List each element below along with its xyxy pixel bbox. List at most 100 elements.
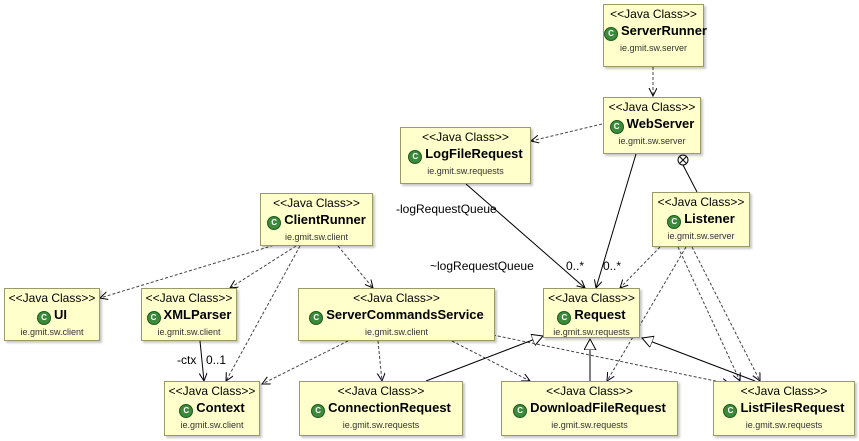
- class-name-text: DownloadFileRequest: [530, 400, 666, 415]
- assoc-webserver-request: [596, 153, 637, 288]
- class-c-icon: C: [408, 150, 423, 164]
- stereotype-label: <<Java Class>>: [353, 291, 440, 305]
- dep-servercommandsservice-downloadfilerequest: [451, 340, 530, 381]
- role-log-request-queue-package: ~logRequestQueue: [430, 259, 534, 273]
- package-label: ie.gmit.sw.client: [180, 420, 244, 430]
- gen-connectionrequest-request: [425, 336, 543, 382]
- dep-listener-downloadfilerequest: [607, 246, 687, 381]
- class-name-text: LogFileRequest: [425, 146, 523, 161]
- stereotype-label: <<Java Class>>: [422, 130, 509, 144]
- package-label: ie.gmit.sw.client: [364, 327, 429, 337]
- class-c-icon: C: [311, 404, 326, 418]
- class-name-text: Context: [196, 400, 245, 415]
- class-c-icon: C: [513, 404, 528, 418]
- stereotype-label: <<Java Class>>: [610, 7, 697, 21]
- class-c-icon: C: [604, 27, 618, 41]
- dep-clientrunner-ui: [100, 243, 279, 298]
- role-ctx: -ctx: [177, 353, 197, 367]
- nesting-cross-b: [679, 156, 687, 164]
- stereotype-label: <<Java Class>>: [168, 384, 256, 398]
- stereotype-label: <<Java Class>>: [273, 196, 360, 210]
- dep-listener-listfilesrequest-a: [691, 246, 760, 381]
- package-label: ie.gmit.sw.requests: [553, 327, 630, 337]
- class-c-icon: C: [267, 216, 282, 230]
- package-label: ie.gmit.sw.requests: [551, 420, 628, 430]
- multiplicity-logfilerequest: 0..*: [566, 259, 585, 273]
- package-label: ie.gmit.sw.server: [667, 231, 735, 241]
- class-name-text: ListFilesRequest: [740, 400, 845, 415]
- multiplicity-webserver: 0..*: [603, 259, 622, 273]
- class-c-icon: C: [179, 404, 194, 418]
- class-name-text: Listener: [684, 211, 735, 226]
- class-name-text: WebServer: [626, 116, 695, 131]
- stereotype-label: <<Java Class>>: [740, 384, 828, 398]
- dep-listener-listfilesrequest-b: [677, 246, 740, 381]
- class-c-icon: C: [609, 120, 624, 134]
- dep-clientrunner-xmlparser: [230, 245, 297, 288]
- class-name-text: ServerCommandsService: [326, 307, 484, 322]
- dep-listener-request: [620, 246, 661, 288]
- class-c-icon: C: [309, 311, 324, 325]
- dep-servercommandsservice-connectionrequest: [378, 340, 382, 381]
- class-name-text: ServerRunner: [621, 23, 707, 38]
- nesting-webserver-listener: [682, 164, 698, 193]
- stereotype-label: <<Java Class>>: [8, 291, 96, 305]
- package-label: ie.gmit.sw.requests: [427, 166, 504, 176]
- class-name-text: Request: [574, 307, 626, 322]
- class-name-text: UI: [54, 307, 67, 322]
- role-log-request-queue: -logRequestQueue: [396, 202, 497, 216]
- class-name-text: ConnectionRequest: [328, 400, 451, 415]
- dep-clientrunner-servercommandsservice: [337, 245, 373, 288]
- stereotype-label: <<Java Class>>: [145, 291, 233, 305]
- package-label: ie.gmit.sw.client: [157, 327, 221, 337]
- package-label: ie.gmit.sw.server: [619, 43, 688, 53]
- class-name-text: ClientRunner: [284, 212, 366, 227]
- multiplicity-ctx: 0..1: [206, 353, 227, 367]
- dep-webserver-logfilerequest: [531, 123, 603, 141]
- stereotype-label: <<Java Class>>: [608, 100, 696, 114]
- class-c-icon: C: [37, 311, 51, 325]
- dep-clientrunner-context: [226, 245, 301, 381]
- dep-servercommandsservice-listfilesrequest: [487, 333, 730, 384]
- class-c-icon: C: [146, 311, 161, 325]
- package-label: ie.gmit.sw.requests: [342, 420, 420, 430]
- stereotype-label: <<Java Class>>: [546, 384, 633, 398]
- stereotype-label: <<Java Class>>: [548, 291, 635, 305]
- class-c-icon: C: [557, 311, 572, 325]
- assoc-logfilerequest-request: [465, 183, 585, 288]
- stereotype-label: <<Java Class>>: [657, 195, 745, 209]
- stereotype-label: <<Java Class>>: [337, 384, 425, 398]
- dep-servercommandsservice-context: [262, 340, 349, 384]
- package-label: ie.gmit.sw.client: [284, 232, 349, 242]
- class-c-icon: C: [723, 404, 738, 418]
- assoc-xmlparser-context: [200, 340, 204, 381]
- package-label: ie.gmit.sw.server: [618, 136, 686, 146]
